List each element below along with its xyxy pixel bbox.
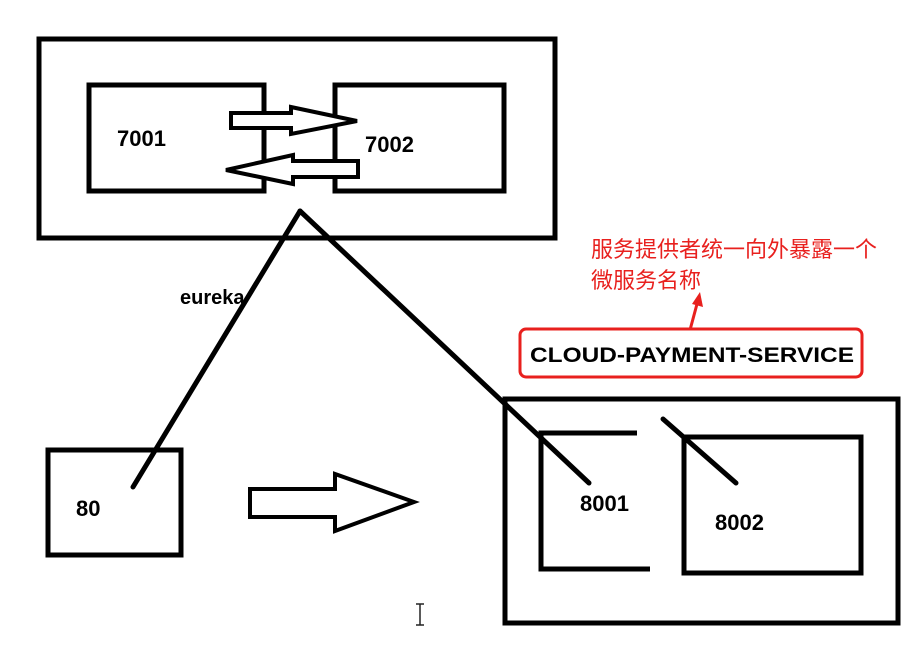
eureka-node-7002-label: 7002 bbox=[365, 132, 414, 157]
provider-node-8001-box bbox=[538, 430, 650, 572]
annotation-line-1: 服务提供者统一向外暴露一个 bbox=[591, 238, 877, 263]
link-eureka-to-consumer bbox=[130, 208, 303, 490]
provider-node-8002-box bbox=[681, 434, 864, 576]
call-arrow bbox=[248, 471, 420, 534]
eureka-cluster-box bbox=[36, 36, 558, 241]
provider-node-8001-label: 8001 bbox=[580, 491, 629, 516]
consumer-node-80-label: 80 bbox=[76, 496, 100, 521]
link-to-provider-8002 bbox=[660, 416, 739, 486]
replication-arrow-left bbox=[225, 152, 360, 187]
eureka-node-7001-label: 7001 bbox=[117, 126, 166, 151]
annotation-line-2: 微服务名称 bbox=[591, 269, 701, 294]
service-name-label: CLOUD-PAYMENT-SERVICE bbox=[530, 344, 854, 367]
service-name-box bbox=[518, 327, 864, 379]
eureka-node-7002-box bbox=[332, 82, 507, 194]
provider-node-8002-label: 8002 bbox=[715, 510, 764, 535]
provider-cluster-box bbox=[502, 396, 901, 626]
text-cursor-icon bbox=[416, 603, 424, 626]
annotation-arrow-icon bbox=[688, 292, 703, 331]
eureka-label: eureka bbox=[180, 287, 245, 309]
consumer-node-80-box bbox=[45, 447, 184, 558]
replication-arrow-right bbox=[229, 104, 358, 137]
eureka-node-7001-box bbox=[86, 82, 267, 194]
